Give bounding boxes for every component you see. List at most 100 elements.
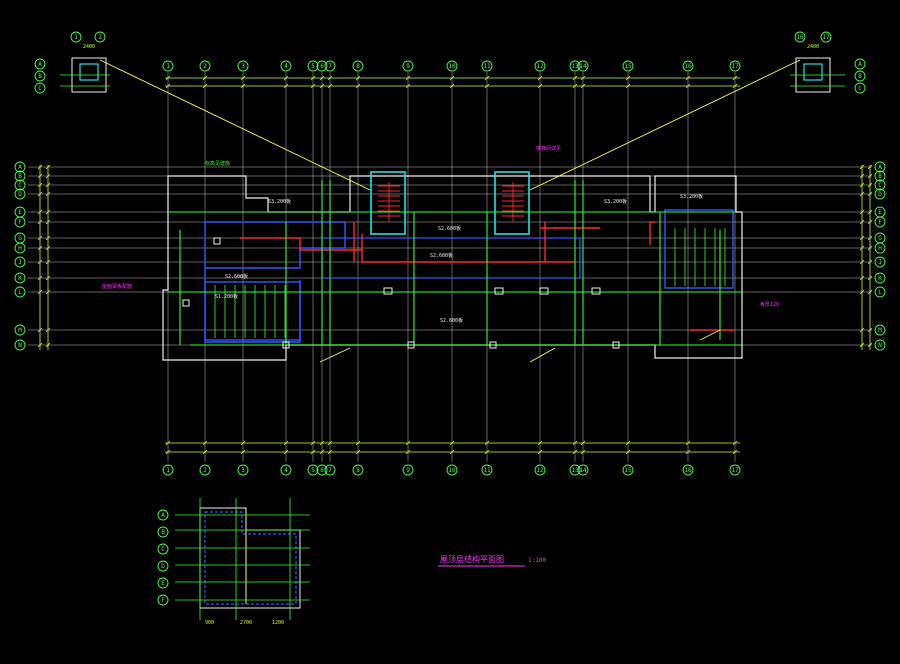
axis-bubble-top-label: 8 [356,63,360,70]
dimension-tick [37,235,43,241]
axis-bubble-bottom [162,464,174,476]
dimension-tick [405,440,411,446]
axis-bubble-bottom [534,464,546,476]
dimension-tick [283,440,289,446]
dimension-tick [732,83,738,89]
dimension-tick [867,327,873,333]
axis-bubble-bottom-label: 16 [684,467,692,474]
axis-bubble-top [162,60,174,72]
inset-top-left [60,57,110,93]
axis-bubble-left [14,216,26,228]
axis-bubble-right [874,161,886,173]
axis-bubble-top [622,60,634,72]
dimension-tick [867,275,873,281]
callout-note: 板厚120 [760,301,779,308]
dimension-tick [240,440,246,446]
dimension-tick [240,449,246,455]
axis-bubble-top-label: 14 [579,63,587,70]
dimension-tick [859,182,865,188]
axis-bubble-right-label: H [878,245,882,252]
axis-bubble-bottom [446,464,458,476]
axis-bubble-top [446,60,458,72]
dimension-tick [202,83,208,89]
inset-bubble [794,31,806,43]
axis-bubble-top [729,60,741,72]
axis-bubble-bottom [280,464,292,476]
axis-bubble-top [402,60,414,72]
dimension-tick [165,75,171,81]
axis-bubble-bottom [729,464,741,476]
dimension-tick [45,342,51,348]
axis-bubble-left-label: J [18,259,22,266]
axis-bubble-bottom-label: 7 [328,467,332,474]
axis-bubble-bottom-label: 12 [536,467,544,474]
stair-hatch-left [378,182,400,222]
inset-bubble [157,594,169,606]
axis-bubble-right [874,256,886,268]
axis-bubble-right [874,272,886,284]
dimension-tick [37,219,43,225]
dimension-tick [685,75,691,81]
axis-bubble-left [14,286,26,298]
leader-lines [99,59,801,363]
inset-bubble-label: C [161,546,165,553]
axis-bubble-bottom-label: 9 [406,467,410,474]
inset-bubble-label: 1 [74,34,78,41]
inset-bubble [34,58,46,70]
inset-bubble [157,577,169,589]
dimension-tick [867,182,873,188]
slab-label: S3.200板 [268,198,291,205]
inset-bubble [70,31,82,43]
axis-bubble-right-label: L [878,289,882,296]
slab-label: S2.600板 [438,225,461,232]
inset-bubble [854,70,866,82]
dimension-tick [867,173,873,179]
dimension-tick [572,83,578,89]
dimension-tick [580,449,586,455]
dimension-tick [37,173,43,179]
axis-bubble-bottom-label: 6 [320,467,324,474]
axis-bubble-bottom [569,464,581,476]
inset-bubble-label: A [38,61,42,68]
dimension-tick [310,83,316,89]
axis-bubble-bottom [577,464,589,476]
dimension-tick [859,342,865,348]
dimension-tick [240,75,246,81]
dimension-tick [45,275,51,281]
slab-label: S2.600板 [430,252,453,259]
stair-hatch-right [502,182,524,222]
axis-bubble-top-label: 10 [448,63,456,70]
axis-bubble-top-label: 2 [203,63,207,70]
dimension-tick [484,75,490,81]
dimension-tick [859,289,865,295]
dimension-tick [572,75,578,81]
dimension-tick [37,182,43,188]
dimension-tick [580,440,586,446]
axis-bubble-left-label: M [18,327,22,334]
dimension-tick [37,289,43,295]
slab-room-right [664,209,734,289]
dimension-tick [859,327,865,333]
dimension-tick [45,164,51,170]
dimension-tick [327,449,333,455]
axis-bubble-top-label: 5 [311,63,315,70]
rebar-lines [240,221,736,331]
axis-bubble-top [316,60,328,72]
inset-dim: 900 [205,620,214,626]
inset-dim: 2700 [240,620,252,626]
dimension-tick [327,75,333,81]
dimension-tick [572,449,578,455]
dimension-tick [355,83,361,89]
axis-bubble-bottom [481,464,493,476]
axis-bubble-left-label: C [18,182,22,189]
axis-bubble-left [14,324,26,336]
inset-bubble-label: F [161,597,165,604]
axis-bubble-bottom-label: 4 [284,467,288,474]
dimension-tick [859,164,865,170]
axis-bubble-left-label: H [18,245,22,252]
slab-label: S2.600板 [440,317,463,324]
dimension-tick [859,245,865,251]
inset-bubble [854,58,866,70]
